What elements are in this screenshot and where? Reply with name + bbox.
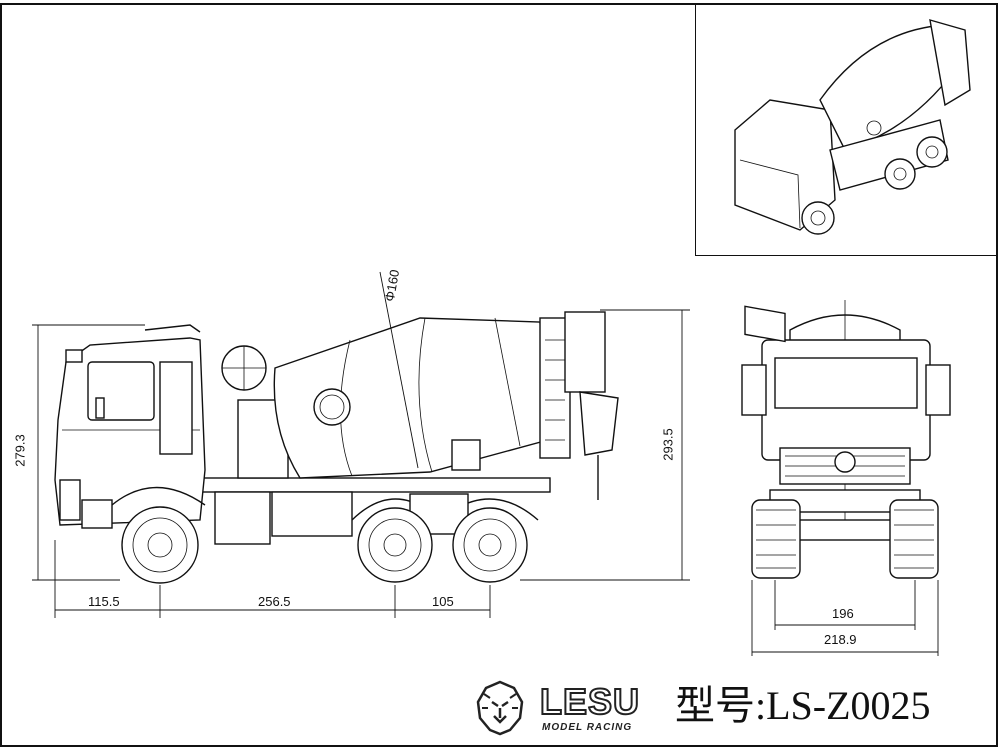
dim-front-overhang: 115.5: [88, 594, 120, 609]
front-view: [741, 300, 951, 579]
side-view-dimensions: [32, 271, 690, 618]
dim-track-width: 196: [832, 606, 854, 621]
brand-logo-subtext: MODEL RACING: [542, 722, 633, 733]
front-view-dimensions: [751, 580, 939, 656]
dim-height-right: 293.5: [660, 428, 676, 461]
dim-wheelbase: 256.5: [258, 594, 291, 609]
side-view: [54, 311, 619, 584]
perspective-view-frame: [695, 3, 998, 256]
sheet-border: [0, 3, 998, 747]
model-number-label: 型号:LS-Z0025: [675, 683, 931, 728]
dim-height-left: 279.3: [12, 434, 28, 467]
perspective-view: [734, 19, 971, 343]
dim-overall-width: 218.9: [824, 632, 857, 647]
brand-block: LESU MODEL RACING 型号:LS-Z0025: [470, 678, 990, 738]
lion-logo-icon: [476, 680, 524, 736]
dim-rear-axle-spacing: 105: [432, 594, 454, 609]
brand-logo-text: LESU: [539, 681, 641, 722]
